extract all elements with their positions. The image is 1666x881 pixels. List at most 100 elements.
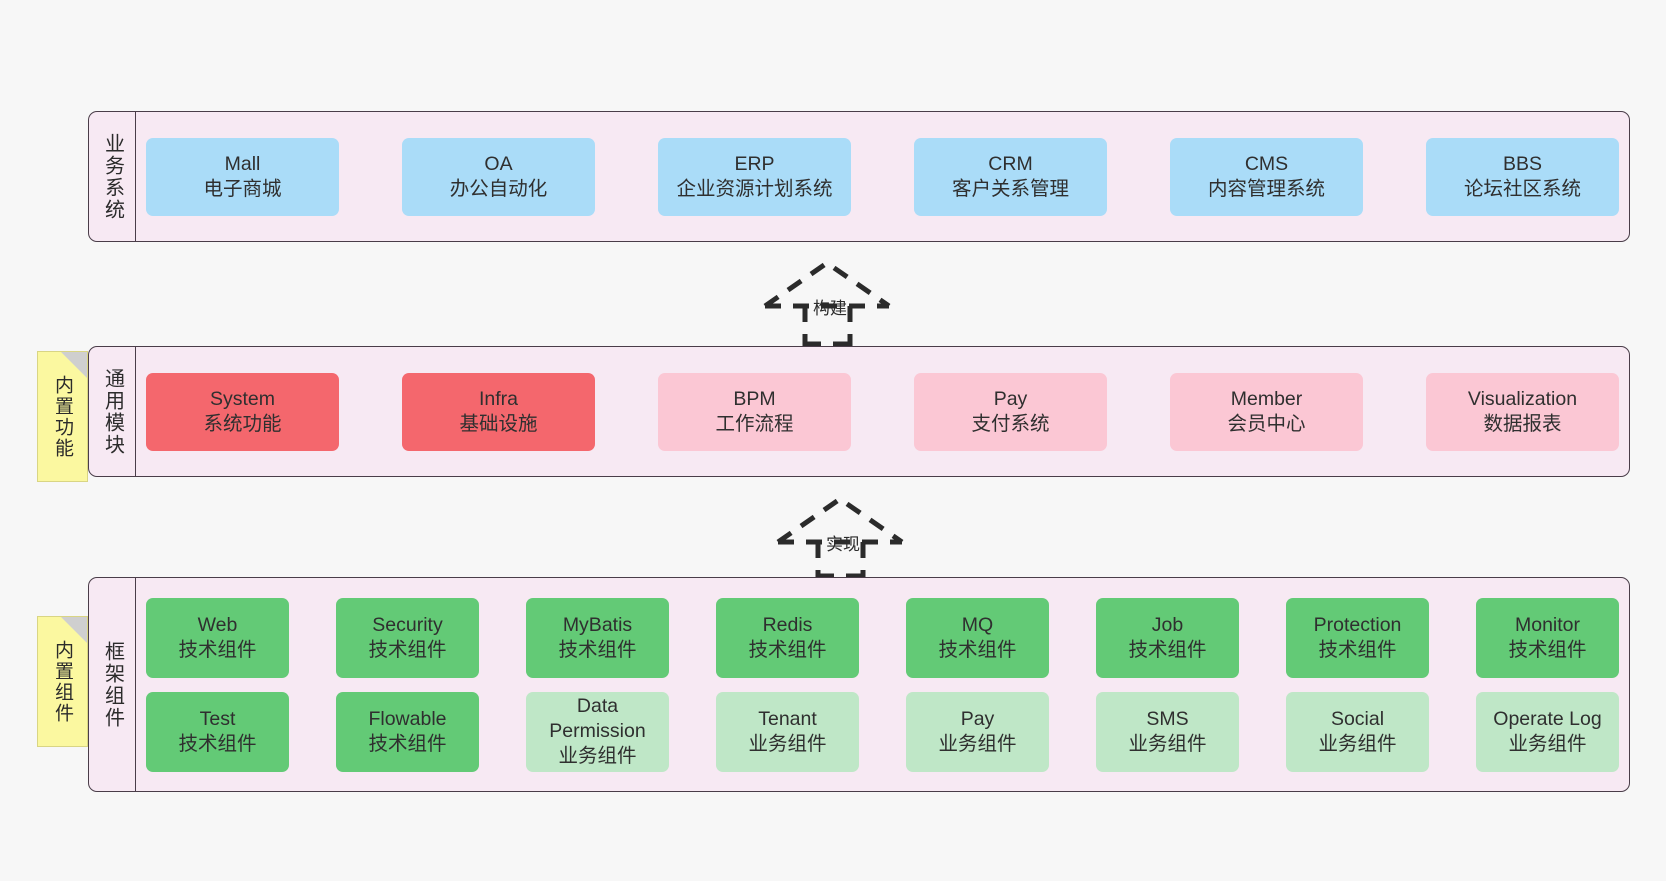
card-subtitle: 技术组件: [938, 638, 1017, 661]
card-subtitle: 技术组件: [558, 638, 637, 661]
card-subtitle: 支付系统: [971, 412, 1050, 435]
layer-common-label: 通用模块: [101, 367, 124, 456]
card-subtitle: 电子商城: [203, 177, 282, 200]
card-title: Redis: [762, 613, 813, 636]
note-fold-icon: [61, 352, 87, 378]
layer-business-label: 业务系统: [101, 132, 124, 221]
card-title: Pay: [993, 387, 1028, 410]
layer-framework-title: 框架组件: [89, 578, 136, 791]
card-subtitle: 基础设施: [459, 412, 538, 435]
arrow-build-icon: [763, 259, 891, 347]
card-subtitle: 系统功能: [203, 412, 282, 435]
card-subtitle: 技术组件: [1318, 638, 1397, 661]
card-title: Job: [1151, 613, 1184, 636]
card-title: Pay: [960, 707, 995, 730]
card-subtitle: 工作流程: [715, 412, 794, 435]
card-subtitle: 办公自动化: [449, 177, 548, 200]
arrow-implement: 实现: [768, 492, 958, 579]
arrow-implement-label: 实现: [826, 535, 860, 554]
card-subtitle: 技术组件: [178, 732, 257, 755]
note-fold-icon: [61, 617, 87, 643]
card-title: Tenant: [758, 707, 817, 730]
card-title: Social: [1330, 707, 1385, 730]
card-title: Web: [197, 613, 238, 636]
card-title: Test: [199, 707, 236, 730]
card-subtitle: 技术组件: [178, 638, 257, 661]
card-title: Visualization: [1467, 387, 1578, 410]
card-subtitle: 客户关系管理: [951, 177, 1069, 200]
card-title: Mall: [224, 152, 261, 175]
note-builtin-features-label: 内置功能: [52, 374, 73, 459]
card-data-permission[interactable]: Data Permission 业务组件: [526, 691, 669, 772]
arrow-build-label: 构建: [813, 299, 847, 318]
card-subtitle: 数据报表: [1483, 412, 1562, 435]
card-title: OA: [484, 152, 513, 175]
card-subtitle: 业务组件: [938, 732, 1017, 755]
card-title: Protection: [1313, 613, 1402, 636]
card-subtitle: 论坛社区系统: [1463, 177, 1581, 200]
card-subtitle: 技术组件: [368, 732, 447, 755]
layer-business-title: 业务系统: [89, 112, 136, 241]
card-title: Flowable: [368, 707, 447, 730]
card-title: CMS: [1244, 152, 1289, 175]
card-subtitle: 业务组件: [558, 745, 637, 767]
card-subtitle: 业务组件: [1508, 732, 1587, 755]
arrow-implement-icon: [776, 495, 904, 579]
card-title: SMS: [1146, 707, 1189, 730]
card-subtitle: 技术组件: [1508, 638, 1587, 661]
card-title: BPM: [733, 387, 776, 410]
card-subtitle: 业务组件: [748, 732, 827, 755]
card-title: MQ: [961, 613, 994, 636]
card-subtitle: 业务组件: [1128, 732, 1207, 755]
card-title: BBS: [1502, 152, 1543, 175]
card-title: CRM: [988, 152, 1033, 175]
layer-framework-label: 框架组件: [101, 640, 124, 729]
note-builtin-components: 内置组件: [37, 616, 88, 747]
card-title: MyBatis: [562, 613, 633, 636]
card-subtitle: 企业资源计划系统: [676, 177, 833, 200]
card-subtitle: 技术组件: [1128, 638, 1207, 661]
card-title: Data Permission: [549, 695, 646, 742]
card-subtitle: 会员中心: [1227, 412, 1306, 435]
card-subtitle: 技术组件: [368, 638, 447, 661]
layer-common-title: 通用模块: [89, 347, 136, 476]
card-subtitle: 技术组件: [748, 638, 827, 661]
